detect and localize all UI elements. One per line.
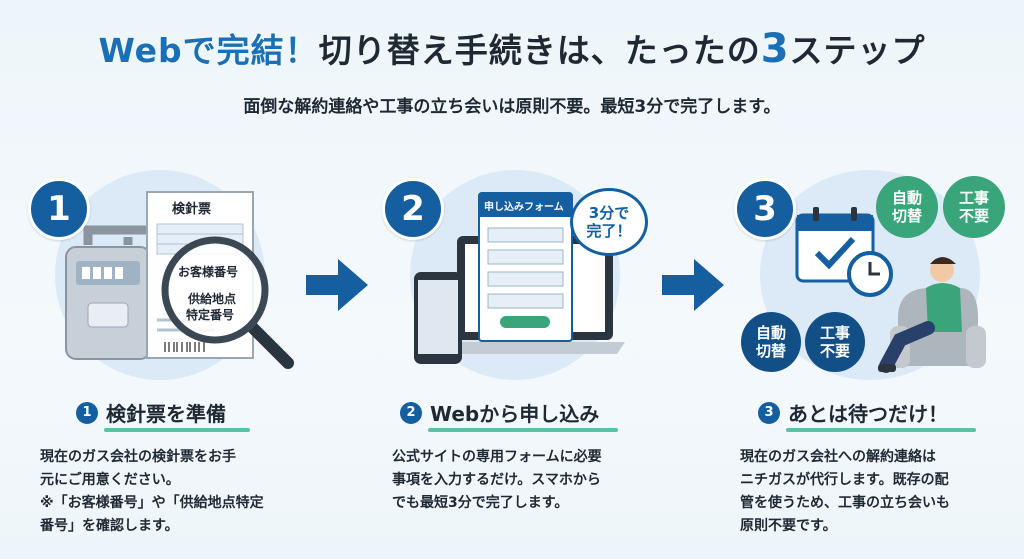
step2-desc-line: でも最短3分で完了します。 xyxy=(392,495,569,511)
form-window xyxy=(478,192,573,342)
page-subtitle: 面倒な解約連絡や工事の立ち会いは原則不要。最短3分で完了します。 xyxy=(243,97,781,117)
auto-switch-bubble-bottom: 自動 切替 xyxy=(741,312,801,372)
step2-description: 公式サイトの専用フォームに必要 事項を入力するだけ。スマホから でも最短3分で完… xyxy=(392,446,602,515)
step2-desc-line: 公式サイトの専用フォームに必要 xyxy=(392,449,602,465)
step2-number-badge: 2 xyxy=(382,178,444,240)
magnifier-icon xyxy=(161,236,294,369)
step2-title: Webから申し込み xyxy=(430,402,600,426)
step3-number-badge: 3 xyxy=(734,178,796,240)
step3-description: 現在のガス会社への解約連絡は ニチガスが代行します。既存の配 管を使うため、工事… xyxy=(740,446,950,538)
speech-line1: 3分で xyxy=(588,204,630,222)
form-title: 申し込みフォーム xyxy=(484,202,564,213)
gas-meter-icon xyxy=(65,225,151,360)
step3-underline xyxy=(786,428,976,432)
bubble-bottom-b2: 不要 xyxy=(819,342,850,360)
step3-desc-line: 現在のガス会社への解約連絡は xyxy=(740,449,936,465)
arrow-right-icon xyxy=(662,259,724,311)
no-construction-bubble-bottom: 工事 不要 xyxy=(805,312,865,372)
arrow-right-icon xyxy=(306,259,368,311)
slip-title: 検針票 xyxy=(172,202,212,217)
lens-supply-point-1: 供給地点 xyxy=(188,292,237,306)
bubble-bottom-b1: 工事 xyxy=(819,324,850,342)
step1-desc-line: 元にご用意ください。 xyxy=(40,472,180,488)
title-web: Webで完結！ xyxy=(98,31,319,70)
step1-desc-line: ※「お客様番号」や「供給地点特定 xyxy=(40,495,264,511)
title-num: 3 xyxy=(760,26,790,72)
step1-desc-line: 現在のガス会社の検針票をお手 xyxy=(40,449,236,465)
step1-heading: 1 検針票を準備 xyxy=(76,398,226,427)
step3-desc-line: 管を使うため、工事の立ち会いも xyxy=(740,495,950,511)
speech-line2: 完了！ xyxy=(586,222,632,240)
step3-title: あとは待つだけ！ xyxy=(788,402,948,426)
step3-desc-line: ニチガスが代行します。既存の配 xyxy=(740,472,949,488)
bubble-top-a1: 自動 xyxy=(891,189,922,207)
step1-underline xyxy=(104,428,250,432)
relaxing-person-icon xyxy=(878,257,986,373)
step1-badge: 1 xyxy=(76,401,98,424)
step3-desc-line: 原則不要です。 xyxy=(740,518,837,534)
step1-description: 現在のガス会社の検針票をお手 元にご用意ください。 ※「お客様番号」や「供給地点… xyxy=(40,446,264,538)
step1-number-badge: 1 xyxy=(28,178,90,240)
step2-badge: 2 xyxy=(400,401,422,424)
title-mid: 切り替え手続きは、たったの xyxy=(318,31,761,70)
no-construction-bubble-top: 工事 不要 xyxy=(943,176,1005,238)
smartphone-icon xyxy=(414,272,462,364)
clock-icon xyxy=(847,251,893,297)
title-end: ステップ xyxy=(789,31,926,70)
bubble-bottom-a2: 切替 xyxy=(755,342,786,360)
lens-customer-number: お客様番号 xyxy=(178,265,239,279)
bubble-top-a2: 切替 xyxy=(891,207,922,225)
step2-heading: 2 Webから申し込み xyxy=(400,398,599,427)
bubble-bottom-a1: 自動 xyxy=(755,324,786,342)
bubble-top-b1: 工事 xyxy=(958,189,989,207)
lens-supply-point-2: 特定番号 xyxy=(186,308,235,322)
step2-underline xyxy=(428,428,618,432)
page-title: Webで完結！切り替え手続きは、たったの3ステップ xyxy=(0,24,1024,72)
step3-badge: 3 xyxy=(758,401,780,424)
auto-switch-bubble-top: 自動 切替 xyxy=(876,176,938,238)
step1-desc-line: 番号」を確認します。 xyxy=(40,518,179,534)
step3-heading: 3 あとは待つだけ！ xyxy=(758,398,948,427)
bubble-top-b2: 不要 xyxy=(958,207,989,225)
speech-bubble-3min: 3分で 完了！ xyxy=(570,188,648,256)
step1-title: 検針票を準備 xyxy=(106,402,226,426)
step2-desc-line: 事項を入力するだけ。スマホから xyxy=(392,472,601,488)
